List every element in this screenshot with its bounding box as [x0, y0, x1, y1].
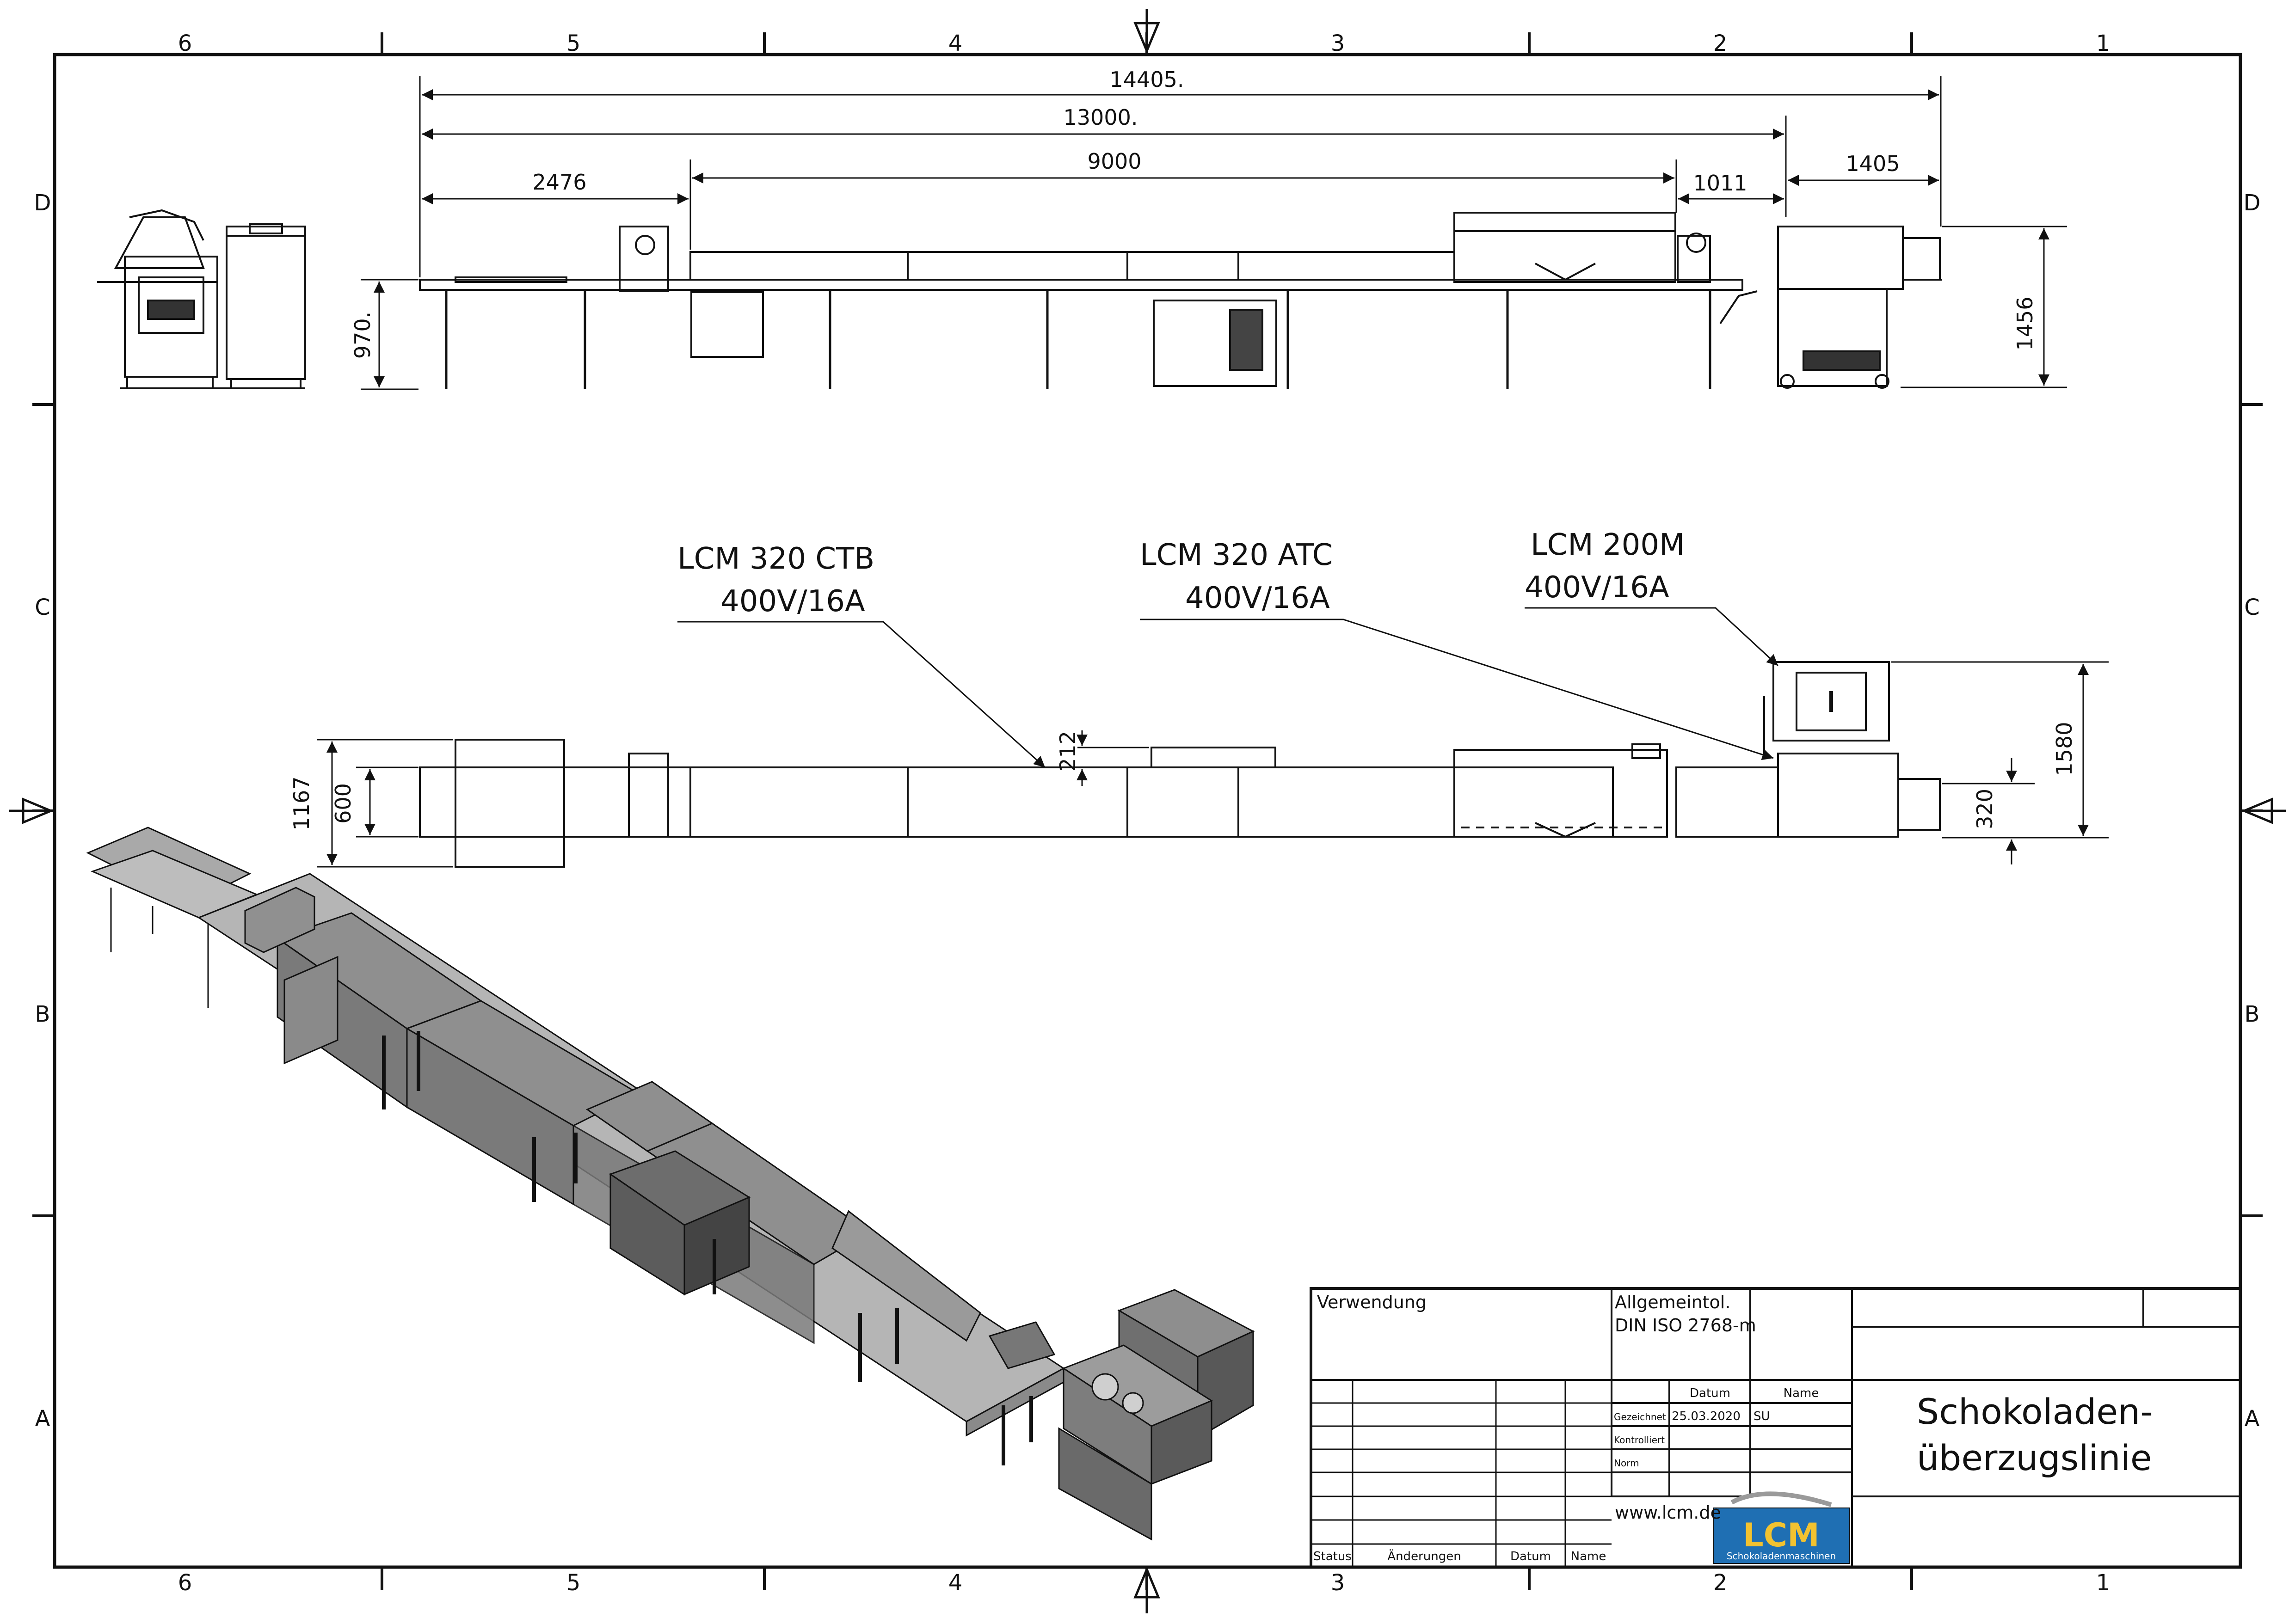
side-view-dimensions: [361, 76, 2067, 390]
zone-labels: 6 5 4 3 2 1 6 5 4 3 2 1 D C B A D C B A: [34, 31, 2261, 1596]
usage-label: Verwendung: [1317, 1292, 1427, 1312]
drawn-label: Gezeichnet: [1614, 1411, 1666, 1422]
zone-col-4-top: 4: [948, 31, 963, 56]
top-view-dimension-texts: 1167 600 212 1580 320: [289, 722, 2077, 830]
website: www.lcm.de: [1615, 1502, 1721, 1523]
zone-col-2-bottom: 2: [1713, 1570, 1728, 1596]
title-block-texts: Verwendung Allgemeintol. DIN ISO 2768-m …: [1313, 1292, 2153, 1563]
dim-machine-height: 1456: [2012, 296, 2037, 350]
label-ctb-model: LCM 320 CTB: [677, 542, 874, 576]
machine-labels: LCM 320 CTB 400V/16A LCM 320 ATC 400V/16…: [677, 528, 1685, 619]
zone-row-b-right: B: [2245, 1001, 2260, 1027]
zone-col-5-top: 5: [566, 31, 581, 56]
status-label: Status: [1313, 1550, 1352, 1563]
label-ctb-power: 400V/16A: [720, 584, 865, 619]
zone-row-b-left: B: [35, 1001, 50, 1027]
dim-feed-section: 2476: [532, 170, 586, 195]
title-block: [1310, 1287, 2242, 1569]
lcm-logo: LCM Schokoladenmaschinen: [1713, 1491, 1850, 1564]
drawing-title-line2: überzugslinie: [1917, 1437, 2152, 1478]
isometric-view-drawing: [86, 827, 1255, 1541]
zone-col-6-bottom: 6: [178, 1570, 192, 1596]
dim-line-length: 13000.: [1064, 105, 1138, 130]
zone-col-1-bottom: 1: [2096, 1570, 2110, 1596]
dim-gap: 1011: [1693, 171, 1747, 196]
drawing-title-line1: Schokoladen-: [1917, 1391, 2153, 1432]
top-view-dimensions: [317, 607, 2109, 868]
label-200m-power: 400V/16A: [1525, 570, 1669, 605]
dim-table-height: 970.: [350, 312, 375, 359]
zone-col-4-bottom: 4: [948, 1570, 963, 1596]
changes-label: Änderungen: [1387, 1549, 1461, 1563]
label-200m-model: LCM 200M: [1531, 528, 1685, 562]
dim-cooling-tunnel: 9000: [1087, 149, 1141, 174]
col-name-label: Name: [1784, 1386, 1819, 1400]
dim-overall-width: 1167: [289, 776, 314, 830]
zone-col-6-top: 6: [178, 31, 192, 56]
label-atc-model: LCM 320 ATC: [1140, 538, 1333, 572]
tolerance-value: DIN ISO 2768-m: [1615, 1315, 1756, 1336]
label-atc-power: 400V/16A: [1185, 581, 1330, 615]
col-date-label: Datum: [1690, 1386, 1730, 1400]
dim-tunnel-rise: 212: [1055, 731, 1080, 772]
end-view-drawing: [97, 209, 306, 389]
zone-col-3-top: 3: [1331, 31, 1345, 56]
checked-label: Kontrolliert: [1614, 1434, 1665, 1446]
dim-belt-width: 600: [331, 783, 356, 824]
drawn-date: 25.03.2020: [1672, 1410, 1741, 1423]
logo-subtext: Schokoladenmaschinen: [1727, 1550, 1836, 1562]
drawn-name: SU: [1754, 1410, 1770, 1423]
dim-machine-length: 1405: [1846, 151, 1900, 176]
top-view-drawing: [419, 661, 1941, 868]
zone-col-1-top: 1: [2096, 31, 2110, 56]
dim-machine-width: 1580: [2052, 722, 2077, 776]
name-label: Name: [1571, 1550, 1606, 1563]
zone-col-2-top: 2: [1713, 31, 1728, 56]
zone-col-3-bottom: 3: [1331, 1570, 1345, 1596]
side-view-drawing: [419, 212, 1942, 389]
dim-outlet-width: 320: [1972, 789, 1997, 829]
zone-row-d-right: D: [2244, 190, 2261, 216]
side-view-dimension-texts: 14405. 13000. 9000 2476 1011 1405 970. 1…: [350, 67, 2037, 359]
tolerance-label: Allgemeintol.: [1615, 1292, 1730, 1312]
zone-row-c-left: C: [35, 594, 50, 620]
zone-row-a-right: A: [2245, 1406, 2260, 1432]
date-label: Datum: [1510, 1550, 1551, 1563]
zone-col-5-bottom: 5: [566, 1570, 581, 1596]
dim-overall-length: 14405.: [1110, 67, 1184, 92]
zone-row-d-left: D: [34, 190, 51, 216]
logo-text: LCM: [1743, 1516, 1820, 1554]
norm-label: Norm: [1614, 1458, 1639, 1469]
zone-row-a-left: A: [35, 1406, 50, 1432]
zone-row-c-right: C: [2244, 594, 2260, 620]
drawing-frame: [9, 9, 2286, 1613]
